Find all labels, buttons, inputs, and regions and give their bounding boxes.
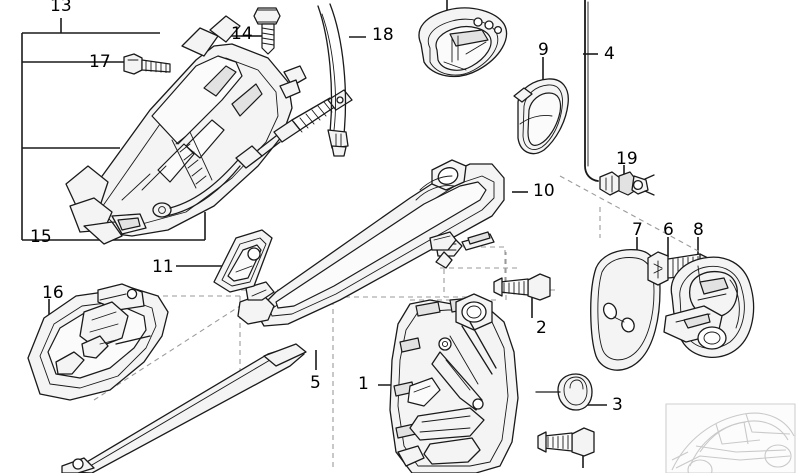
callout-8[interactable]: 8 — [693, 220, 704, 240]
part-17-pan-head-screw — [123, 53, 171, 75]
callout-15[interactable]: 15 — [30, 227, 52, 247]
part-18-bowden-cable — [317, 3, 349, 157]
callout-2[interactable]: 2 — [536, 318, 547, 338]
part-2-flange-bolt — [493, 273, 551, 301]
part-10-outside-door-handle — [237, 159, 505, 327]
part-7-gasket-seal — [590, 248, 661, 371]
callout-13[interactable]: 13 — [50, 0, 72, 16]
part-16-inside-door-handle — [27, 283, 169, 401]
part-3-rubber-grommet — [535, 373, 593, 411]
callout-9[interactable]: 9 — [538, 40, 549, 60]
part-8-lock-cylinder-housing — [663, 256, 755, 359]
callout-6[interactable]: 6 — [663, 220, 674, 240]
callout-7[interactable]: 7 — [632, 220, 643, 240]
part-14-hex-bolt — [253, 7, 281, 55]
callout-18[interactable]: 18 — [372, 25, 394, 45]
part-interior-handle-bezel — [418, 7, 508, 78]
callout-16[interactable]: 16 — [42, 283, 64, 303]
callout-19[interactable]: 19 — [616, 149, 638, 169]
callout-1[interactable]: 1 — [358, 374, 369, 394]
part-11-handle-trim-cover — [213, 229, 273, 293]
part-4-operating-rod — [584, 0, 599, 182]
part-19-rod-clip-connector — [599, 171, 655, 196]
callout-5[interactable]: 5 — [310, 373, 321, 393]
part-2b-flange-bolt-lower — [537, 427, 595, 457]
part-13-door-handle-carrier — [65, 15, 353, 245]
part-small-connector — [429, 231, 457, 251]
callout-11[interactable]: 11 — [152, 257, 174, 277]
callout-4[interactable]: 4 — [604, 44, 615, 64]
callout-14[interactable]: 14 — [231, 24, 253, 44]
vehicle-location-inset — [665, 403, 796, 473]
callout-17[interactable]: 17 — [89, 52, 111, 72]
callout-10[interactable]: 10 — [533, 181, 555, 201]
part-5-support-rail — [61, 343, 307, 473]
part-9-handle-end-cap — [513, 78, 569, 155]
callout-3[interactable]: 3 — [612, 395, 623, 415]
part-1-door-lock-actuator — [389, 293, 519, 473]
